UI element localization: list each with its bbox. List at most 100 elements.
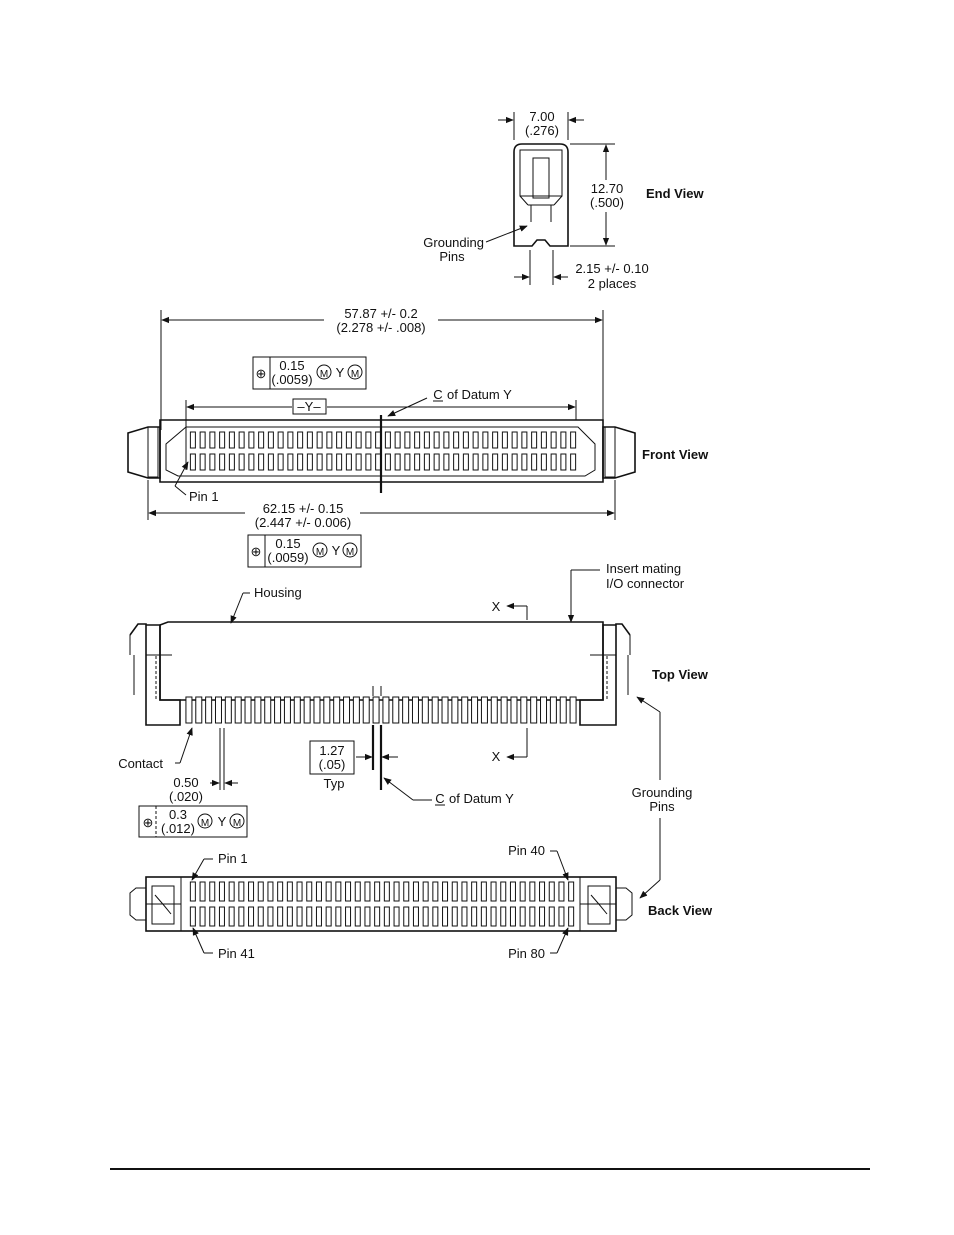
contact-slot <box>548 906 555 927</box>
contact-slot <box>365 453 372 471</box>
contact-slot <box>569 696 577 724</box>
top-x-marker-top: X <box>492 599 501 614</box>
front-bottom-tol-mm: 0.15 <box>275 536 300 551</box>
contact-slot <box>264 696 272 724</box>
contact-slot <box>258 431 265 449</box>
back-pin40-label: Pin 40 <box>508 843 545 858</box>
contact-slot <box>560 453 567 471</box>
contact-slot <box>384 453 391 471</box>
contact-slot <box>199 431 206 449</box>
contact-slot <box>531 431 538 449</box>
contact-slot <box>471 881 478 902</box>
front-top-mmc-1: M <box>320 369 328 380</box>
end-spacing-2: 2 places <box>588 276 637 291</box>
contact-slot <box>306 906 313 927</box>
top-datum: Y <box>218 814 227 829</box>
back-view: Pin 1 Pin 40 Pin 41 Pin 80 Back View <box>129 843 713 961</box>
contact-slot <box>209 431 216 449</box>
contact-slot <box>374 881 381 902</box>
contact-slot <box>519 881 526 902</box>
contact-slot <box>326 453 333 471</box>
footer-rule <box>110 1168 870 1170</box>
contact-slot <box>471 696 479 724</box>
contact-slot <box>500 881 507 902</box>
contact-slot <box>511 453 518 471</box>
contact-slot <box>404 453 411 471</box>
end-width-mm: 7.00 <box>529 109 554 124</box>
contact-slot <box>189 906 196 927</box>
contact-slot <box>472 431 479 449</box>
front-bottom-mmc-2: M <box>346 547 354 558</box>
contact-slot <box>482 453 489 471</box>
contact-slot <box>267 431 274 449</box>
contact-slot <box>392 696 400 724</box>
front-top-datum: Y <box>336 365 345 380</box>
back-pin80-label: Pin 80 <box>508 946 545 961</box>
front-bottom-position-symbol: ⊕ <box>251 544 262 559</box>
contact-slot <box>189 881 196 902</box>
contact-slot <box>296 906 303 927</box>
contact-slot <box>480 696 488 724</box>
contact-slot <box>403 881 410 902</box>
contact-slot <box>345 453 352 471</box>
contact-slot <box>209 881 216 902</box>
contact-slot <box>325 881 332 902</box>
contact-slot <box>509 906 516 927</box>
contact-slot <box>472 453 479 471</box>
contact-slot <box>283 696 291 724</box>
contact-slot <box>539 906 546 927</box>
contact-slot <box>521 453 528 471</box>
contact-slot <box>258 453 265 471</box>
front-bottom-tol-in: (.0059) <box>267 550 308 565</box>
contact-slot <box>238 881 245 902</box>
contact-slot <box>345 881 352 902</box>
contact-slot <box>421 696 429 724</box>
contact-slot <box>335 881 342 902</box>
top-tol-in: (.012) <box>161 821 195 836</box>
contact-slot <box>195 696 203 724</box>
contact-slot <box>442 881 449 902</box>
contact-slot <box>462 453 469 471</box>
contact-slot <box>549 696 557 724</box>
contact-slot <box>529 906 536 927</box>
contact-slot <box>382 696 390 724</box>
contact-slot <box>442 906 449 927</box>
contact-slot <box>218 906 225 927</box>
front-top-mmc-2: M <box>351 369 359 380</box>
contact-slot <box>500 906 507 927</box>
contact-slot <box>248 453 255 471</box>
contact-slot <box>403 906 410 927</box>
end-grounding-label-2: Pins <box>439 249 465 264</box>
contact-slot <box>189 431 196 449</box>
contact-slot <box>394 431 401 449</box>
contact-slot <box>490 906 497 927</box>
contact-slot <box>492 453 499 471</box>
contact-slot <box>501 431 508 449</box>
contact-slot <box>286 881 293 902</box>
contact-slot <box>228 431 235 449</box>
contact-slot <box>372 696 380 724</box>
contact-slot <box>267 453 274 471</box>
contact-slot <box>509 881 516 902</box>
contact-slot <box>451 906 458 927</box>
front-centerline-symbol: C <box>433 387 442 402</box>
top-typ-mm: 1.27 <box>319 743 344 758</box>
contact-slot <box>519 906 526 927</box>
end-spacing-1: 2.15 +/- 0.10 <box>575 261 648 276</box>
back-contact-row-top <box>189 881 575 902</box>
top-pitch-mm: 0.50 <box>173 775 198 790</box>
back-view-title: Back View <box>648 903 713 918</box>
contact-slot <box>384 431 391 449</box>
contact-slot <box>422 881 429 902</box>
contact-slot <box>286 906 293 927</box>
top-contact-row <box>185 696 577 724</box>
contact-slot <box>254 696 262 724</box>
top-typ-label: Typ <box>324 776 345 791</box>
contact-slot <box>325 906 332 927</box>
contact-slot <box>383 881 390 902</box>
contact-slot <box>501 453 508 471</box>
front-bottom-datum: Y <box>332 543 341 558</box>
end-view: 7.00 (.276) 12.70 (.500) End View Ground… <box>423 109 704 291</box>
contact-slot <box>336 431 343 449</box>
contact-slot <box>306 431 313 449</box>
